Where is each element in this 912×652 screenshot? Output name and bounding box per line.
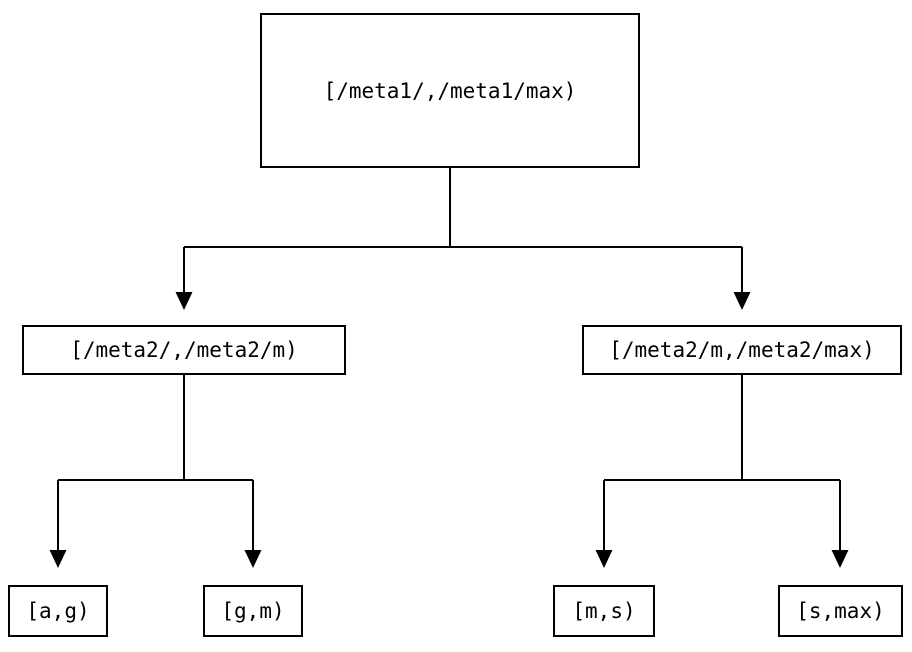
node-meta2-upper-label: [/meta2/m,/meta2/max) xyxy=(609,338,875,362)
edge-mid-left-to-children xyxy=(57,375,254,552)
node-root-label: [/meta1/,/meta1/max) xyxy=(323,78,577,103)
node-leaf-m-s: [m,s) xyxy=(553,585,655,637)
node-leaf-s-max-label: [s,max) xyxy=(796,599,885,623)
node-leaf-g-m: [g,m) xyxy=(203,585,303,637)
node-leaf-a-g-label: [a,g) xyxy=(26,599,90,623)
arrowhead-mid-right xyxy=(733,292,751,310)
edge-mid-right-to-children xyxy=(603,375,841,552)
node-meta2-lower-label: [/meta2/,/meta2/m) xyxy=(70,338,298,362)
arrowhead-leaf-smax xyxy=(831,550,849,568)
arrowhead-leaf-gm xyxy=(244,550,262,568)
node-meta2-lower: [/meta2/,/meta2/m) xyxy=(22,325,346,375)
edge-root-to-children xyxy=(183,168,743,294)
node-leaf-m-s-label: [m,s) xyxy=(572,599,636,623)
node-leaf-a-g: [a,g) xyxy=(8,585,108,637)
node-leaf-g-m-label: [g,m) xyxy=(221,599,285,623)
arrowhead-mid-left xyxy=(175,292,193,310)
node-root: [/meta1/,/meta1/max) xyxy=(260,13,640,168)
node-leaf-s-max: [s,max) xyxy=(778,585,903,637)
arrowhead-leaf-ms xyxy=(595,550,613,568)
node-meta2-upper: [/meta2/m,/meta2/max) xyxy=(582,325,902,375)
arrowhead-leaf-ag xyxy=(49,550,67,568)
